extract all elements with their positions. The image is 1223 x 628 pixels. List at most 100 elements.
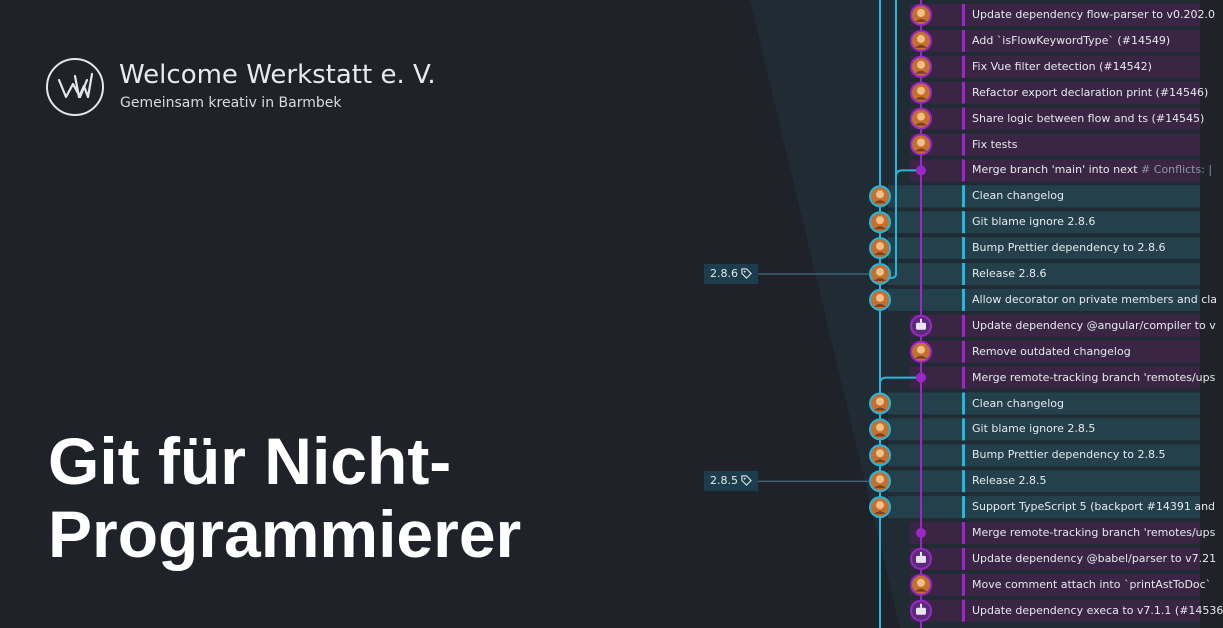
commit-row-highlight xyxy=(910,573,1200,596)
commit-row-highlight xyxy=(910,107,1200,130)
branch-color-bar xyxy=(962,81,965,104)
author-avatar-shoulders xyxy=(915,19,927,22)
release-tag-label: 2.8.5 xyxy=(710,474,738,488)
branch-color-bar xyxy=(962,211,965,234)
organization-name: Welcome Werkstatt e. V. xyxy=(119,60,436,90)
branch-color-bar xyxy=(962,4,965,26)
branch-color-bar xyxy=(962,418,965,441)
author-avatar-shoulders xyxy=(874,459,886,463)
commit-row-highlight xyxy=(910,314,1200,337)
author-avatar-shoulders xyxy=(915,588,927,592)
branch-color-bar xyxy=(962,159,965,182)
commit-row-highlight xyxy=(910,599,1200,622)
commit-message[interactable]: Share logic between flow and ts (#14545) xyxy=(972,111,1205,125)
commit-row-highlight xyxy=(910,340,1200,363)
page-title-line-1: Git für Nicht- xyxy=(48,424,452,498)
release-tag[interactable]: 2.8.5 xyxy=(704,471,758,492)
commit-row-highlight xyxy=(888,444,1200,467)
commit-message[interactable]: Remove outdated changelog xyxy=(972,344,1131,358)
commit-message[interactable]: Update dependency @angular/compiler to v xyxy=(972,318,1216,332)
release-tag[interactable]: 2.8.6 xyxy=(704,264,758,284)
commit-message[interactable]: Fix Vue filter detection (#14542) xyxy=(972,59,1152,73)
author-avatar-shoulders xyxy=(915,355,927,359)
author-avatar-shoulders xyxy=(915,148,927,152)
tag-icon xyxy=(741,475,752,487)
merge-connector xyxy=(895,169,921,177)
branch-color-bar xyxy=(962,263,965,285)
commit-message[interactable]: Update dependency @babel/parser to v7.21 xyxy=(972,551,1217,565)
author-avatar-face xyxy=(917,86,925,95)
branch-color-bar xyxy=(962,340,965,363)
commit-message[interactable]: Merge remote-tracking branch 'remotes/up… xyxy=(972,526,1216,539)
organization-tagline: Gemeinsam kreativ in Barmbek xyxy=(120,95,342,111)
commit-message[interactable]: Release 2.8.5 xyxy=(972,474,1047,488)
commit-row-highlight xyxy=(910,366,1200,389)
author-avatar-face xyxy=(917,60,925,69)
bot-avatar-face xyxy=(916,607,926,615)
commit-message[interactable]: Update dependency flow-parser to v0.202.… xyxy=(972,8,1216,21)
commit-message[interactable]: Fix tests xyxy=(972,137,1018,151)
commit-row-highlight xyxy=(910,81,1200,104)
commit-message[interactable]: Release 2.8.6 xyxy=(972,267,1047,280)
commit-row-highlight xyxy=(888,470,1200,493)
commit-message[interactable]: Merge remote-tracking branch 'remotes/up… xyxy=(972,370,1216,384)
author-avatar-face xyxy=(876,190,884,199)
branch-color-bar xyxy=(962,496,965,519)
branch-color-bar xyxy=(962,444,965,467)
page-title: Git für Nicht- Programmierer xyxy=(48,425,521,571)
commit-conflicts-note: # Conflicts: | xyxy=(1137,163,1213,177)
commit-message[interactable]: Git blame ignore 2.8.5 xyxy=(972,422,1096,436)
commit-message[interactable]: Merge branch 'main' into next # Conflict… xyxy=(972,163,1213,177)
author-avatar-shoulders xyxy=(874,278,886,281)
author-avatar-face xyxy=(917,578,925,587)
branch-color-bar xyxy=(962,237,965,260)
commit-row-highlight xyxy=(910,29,1200,52)
branch-color-bar xyxy=(962,133,965,156)
author-avatar-face xyxy=(876,268,884,276)
merge-connector xyxy=(879,376,921,384)
merge-dot-icon xyxy=(916,372,926,383)
author-avatar-shoulders xyxy=(915,44,927,48)
commit-row-highlight xyxy=(888,211,1200,234)
branch-color-bar xyxy=(962,107,965,130)
commit-message[interactable]: Add `isFlowKeywordType` (#14549) xyxy=(972,33,1171,47)
commit-message[interactable]: Support TypeScript 5 (backport #14391 an… xyxy=(972,500,1216,514)
commit-message[interactable]: Allow decorator on private members and c… xyxy=(972,292,1218,306)
branch-color-bar xyxy=(962,470,965,493)
merge-dot-icon xyxy=(916,528,926,538)
commit-message[interactable]: Clean changelog xyxy=(972,396,1064,410)
branch-color-bar xyxy=(962,185,965,208)
commit-message[interactable]: Clean changelog xyxy=(972,189,1064,203)
commit-row-highlight xyxy=(888,237,1200,260)
author-avatar-shoulders xyxy=(915,122,927,126)
commit-message[interactable]: Update dependency execa to v7.1.1 (#1453… xyxy=(972,603,1223,617)
commit-message[interactable]: Move comment attach into `printAstToDoc` xyxy=(972,577,1212,591)
branch-color-bar xyxy=(962,366,965,389)
author-avatar-face xyxy=(917,34,925,43)
author-avatar-face xyxy=(876,293,884,302)
commit-row-highlight xyxy=(888,288,1200,311)
author-avatar-shoulders xyxy=(874,252,886,256)
branch-color-bar xyxy=(962,547,965,570)
commit-row-highlight xyxy=(888,392,1200,415)
commit-message[interactable]: Refactor export declaration print (#1454… xyxy=(972,85,1209,99)
commit-message[interactable]: Bump Prettier dependency to 2.8.5 xyxy=(972,448,1166,462)
author-avatar-shoulders xyxy=(915,70,927,74)
author-avatar-face xyxy=(876,501,884,510)
author-avatar-face xyxy=(876,475,884,484)
author-avatar-face xyxy=(876,397,884,406)
branch-color-bar xyxy=(962,599,965,622)
commit-row-highlight xyxy=(910,547,1200,570)
commit-message[interactable]: Bump Prettier dependency to 2.8.6 xyxy=(972,241,1166,255)
author-avatar-face xyxy=(876,449,884,458)
branch-color-bar xyxy=(962,29,965,52)
author-avatar-shoulders xyxy=(874,511,886,515)
commit-row-highlight xyxy=(910,133,1200,156)
bot-avatar-antenna xyxy=(920,603,922,608)
author-avatar-shoulders xyxy=(874,485,886,489)
bot-avatar-face xyxy=(916,555,926,563)
commit-message[interactable]: Git blame ignore 2.8.6 xyxy=(972,215,1096,229)
author-avatar-face xyxy=(876,423,884,432)
commit-row-highlight xyxy=(888,496,1200,519)
